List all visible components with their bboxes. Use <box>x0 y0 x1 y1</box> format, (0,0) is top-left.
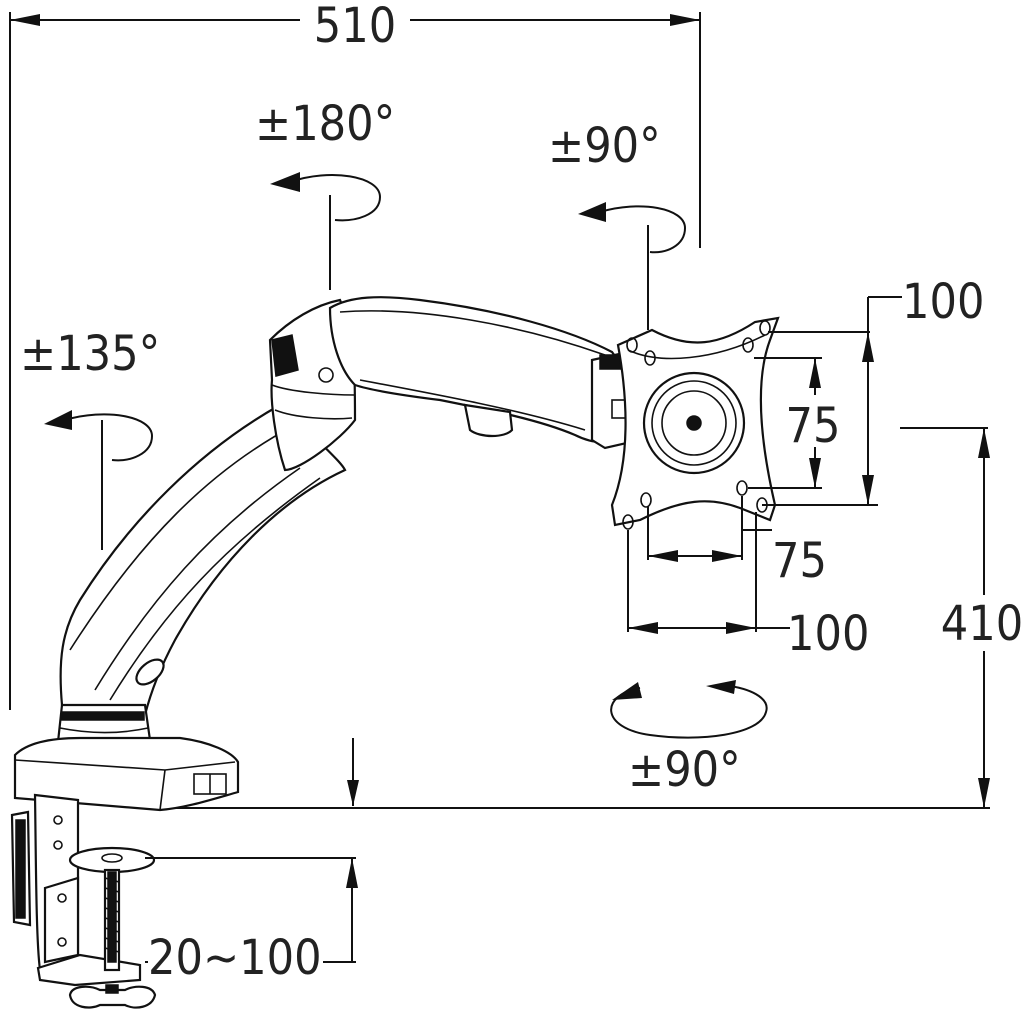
clamp-knob <box>68 985 157 1009</box>
base-swivel-indicator: ±135° <box>20 326 160 550</box>
width-label: 510 <box>314 0 396 54</box>
vesa-inner-v-label: 75 <box>786 398 841 454</box>
vesa-outer-h-label: 100 <box>787 606 869 662</box>
cable-clip <box>463 403 514 438</box>
vesa-plate <box>610 316 780 530</box>
vesa-inner-h-label: 75 <box>772 533 827 589</box>
height-label: 410 <box>941 596 1023 652</box>
head-swivel-label: ±90° <box>548 118 661 174</box>
width-dimension: 510 <box>9 0 701 710</box>
arm-swivel-indicator: ±180° <box>255 96 395 290</box>
plate-rotation-label: ±90° <box>628 742 741 798</box>
base-swivel-label: ±135° <box>20 326 160 382</box>
vesa-outer-v-label: 100 <box>902 274 984 330</box>
clamp-range-dimension: 20~100 <box>145 857 358 986</box>
clamp-range-label: 20~100 <box>148 930 322 986</box>
clamp-pad <box>68 846 156 874</box>
head-swivel-indicator: ±90° <box>548 118 687 330</box>
height-dimension: 410 <box>160 427 1024 809</box>
vesa-dimensions: 100 75 75 100 <box>627 274 984 662</box>
arm-swivel-label: ±180° <box>255 96 395 152</box>
base-assembly <box>10 703 240 1009</box>
plate-rotation-indicator: ±90° <box>610 680 768 798</box>
base-block <box>13 736 240 812</box>
